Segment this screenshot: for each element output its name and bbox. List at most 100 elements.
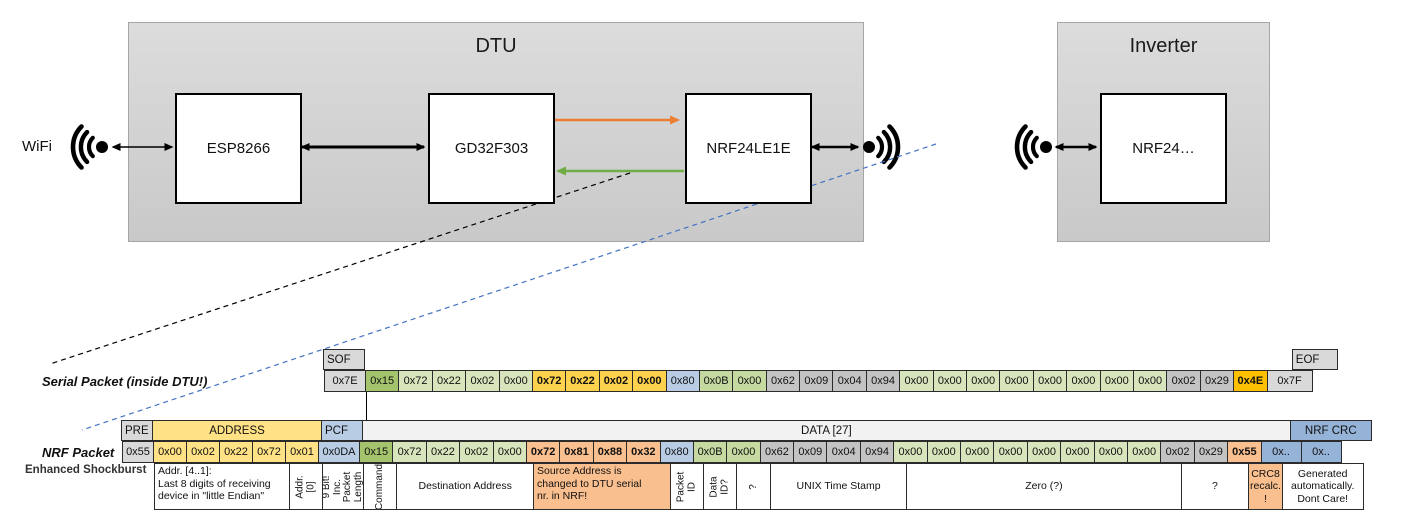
inverter-title: Inverter bbox=[1129, 35, 1198, 57]
unix-note: UNIX Time Stamp bbox=[769, 463, 908, 510]
serial-packet-label: Serial Packet (inside DTU!) bbox=[42, 373, 208, 389]
nrf-byte-cell: 0x00 bbox=[926, 441, 962, 463]
serial-byte-cell: 0x00 bbox=[932, 370, 968, 392]
address-byte-cell: 0x02 bbox=[186, 441, 220, 463]
nrf-byte-cell: 0x04 bbox=[826, 441, 861, 463]
serial-byte-cell: 0x80 bbox=[665, 370, 700, 392]
eof-header: EOF bbox=[1291, 349, 1338, 370]
nrf-byte-cell: 0x00 bbox=[726, 441, 761, 463]
pcf-header: PCF bbox=[321, 420, 363, 441]
data-id-note-text: Data ID? bbox=[708, 475, 731, 498]
serial-byte-cell: 0x00 bbox=[498, 370, 533, 392]
chip-esp8266: ESP8266 bbox=[175, 93, 302, 204]
crc-byte-cell: 0x.. bbox=[1300, 441, 1342, 463]
chip-gd32f303: GD32F303 bbox=[428, 93, 555, 204]
serial-byte-cell: 0x29 bbox=[1199, 370, 1235, 392]
serial-byte-cell: 0x00 bbox=[1032, 370, 1068, 392]
nrf-byte-cell: 0x72 bbox=[392, 441, 427, 463]
destination-note: Destination Address bbox=[396, 463, 534, 510]
chip-nrf24le1e: NRF24LE1E bbox=[685, 93, 812, 204]
nrf-byte-cell: 0x00 bbox=[1060, 441, 1095, 463]
serial-header-row: SOF EOF bbox=[0, 349, 1372, 370]
nrf-packet-label: NRF Packet bbox=[42, 444, 115, 460]
serial-byte-cell: 0x22 bbox=[431, 370, 467, 392]
nrf-byte-cell: 0x32 bbox=[626, 441, 661, 463]
serial-byte-cell: 0x62 bbox=[765, 370, 801, 392]
serial-byte-cell: 0x72 bbox=[531, 370, 567, 392]
nrf-byte-cell: 0x00 bbox=[1093, 441, 1128, 463]
nrf-byte-cell: 0x80 bbox=[659, 441, 694, 463]
addr0-note: Addr.[0] bbox=[289, 463, 323, 510]
nrf-byte-cell: 0x94 bbox=[859, 441, 895, 463]
serial-byte-cell: 0x00 bbox=[999, 370, 1034, 392]
command-note: Command bbox=[363, 463, 398, 510]
packet-tables: SOF EOF Serial Packet (inside DTU!) 0x7E… bbox=[0, 349, 1372, 510]
pre-header: PRE bbox=[121, 420, 153, 441]
nrf-header-row: PRE ADDRESS PCF DATA [27] NRF CRC bbox=[0, 420, 1372, 441]
serial-byte-cell: 0x00 bbox=[1099, 370, 1134, 392]
nrf-byte-cell: 0x00 bbox=[1026, 441, 1062, 463]
nrf-byte-cell: 0x15 bbox=[359, 441, 394, 463]
serial-byte-cell: 0x22 bbox=[565, 370, 600, 392]
command-note-text: Command bbox=[373, 463, 385, 510]
inverter-container: Inverter bbox=[1057, 22, 1270, 242]
serial-byte-cell: 0x00 bbox=[732, 370, 767, 392]
eof-value-cell: 0x7F bbox=[1266, 370, 1313, 392]
nrf-byte-cell: 0x00 bbox=[492, 441, 527, 463]
packet-id-note-text: Packet ID bbox=[675, 471, 697, 502]
sof-value-cell: 0x7E bbox=[324, 370, 366, 392]
address-byte-cell: 0x22 bbox=[219, 441, 253, 463]
nrf-byte-cell: 0x29 bbox=[1193, 441, 1229, 463]
nrf-byte-cell: 0x81 bbox=[559, 441, 594, 463]
pcf-note-text: 9 Bit! Inc. Packet Length bbox=[322, 471, 364, 502]
annotation-row: Enhanced Shockburst Addr. [4..1]: Last 8… bbox=[0, 463, 1372, 510]
address-byte-cell: 0x01 bbox=[285, 441, 319, 463]
nrf-byte-cell: 0x00 bbox=[960, 441, 995, 463]
serial-callout-line bbox=[49, 172, 631, 365]
nrf-byte-cell: 0x22 bbox=[425, 441, 461, 463]
nrf-byte-cell: 0x02 bbox=[459, 441, 494, 463]
serial-byte-cell: 0x4E bbox=[1233, 370, 1268, 392]
question-note-text: ? bbox=[747, 483, 759, 490]
serial-byte-cell: 0x02 bbox=[1166, 370, 1201, 392]
serial-byte-cell: 0x94 bbox=[865, 370, 901, 392]
nrf-byte-cell: 0x55 bbox=[1227, 441, 1262, 463]
serial-byte-cell: 0x04 bbox=[832, 370, 867, 392]
nrf-byte-cell: 0x88 bbox=[592, 441, 628, 463]
crc8-note: CRC8 recalc. ! bbox=[1248, 463, 1283, 510]
dtu-title: DTU bbox=[475, 35, 517, 57]
nrf-callout-line bbox=[81, 143, 937, 431]
chip-nrf24-inverter: NRF24… bbox=[1100, 93, 1227, 204]
zero-note: Zero (?) bbox=[906, 463, 1182, 510]
data-header: DATA [27] bbox=[362, 420, 1291, 441]
question-tail-note: ? bbox=[1180, 463, 1250, 510]
pre-value-cell: 0x55 bbox=[122, 441, 154, 463]
nrf-crc-header: NRF CRC bbox=[1289, 420, 1372, 441]
nrf-byte-cell: 0x62 bbox=[759, 441, 795, 463]
wifi-icon bbox=[1017, 127, 1052, 168]
serial-byte-cell: 0x72 bbox=[398, 370, 433, 392]
serial-byte-cell: 0x0B bbox=[698, 370, 734, 392]
serial-byte-cell: 0x15 bbox=[365, 370, 400, 392]
address-byte-cell: 0x72 bbox=[252, 441, 286, 463]
enhanced-shockburst-label: Enhanced Shockburst bbox=[25, 464, 147, 476]
address-byte-cell: 0x00 bbox=[153, 441, 187, 463]
nrf-crc-cells: 0x..0x.. bbox=[1260, 441, 1342, 463]
nrf-byte-cell: 0x00 bbox=[993, 441, 1028, 463]
address-note: Addr. [4..1]: Last 8 digits of receiving… bbox=[154, 463, 290, 510]
wifi-label: WiFi bbox=[22, 138, 52, 155]
nrf-byte-cell: 0x00 bbox=[893, 441, 928, 463]
serial-byte-cell: 0x00 bbox=[1066, 370, 1101, 392]
serial-byte-cell: 0x00 bbox=[966, 370, 1001, 392]
table-connector-line bbox=[366, 392, 367, 420]
address-header: ADDRESS bbox=[152, 420, 322, 441]
source-note: Source Address is changed to DTU serial … bbox=[532, 463, 671, 510]
nrf-byte-cell: 0x00 bbox=[1126, 441, 1162, 463]
